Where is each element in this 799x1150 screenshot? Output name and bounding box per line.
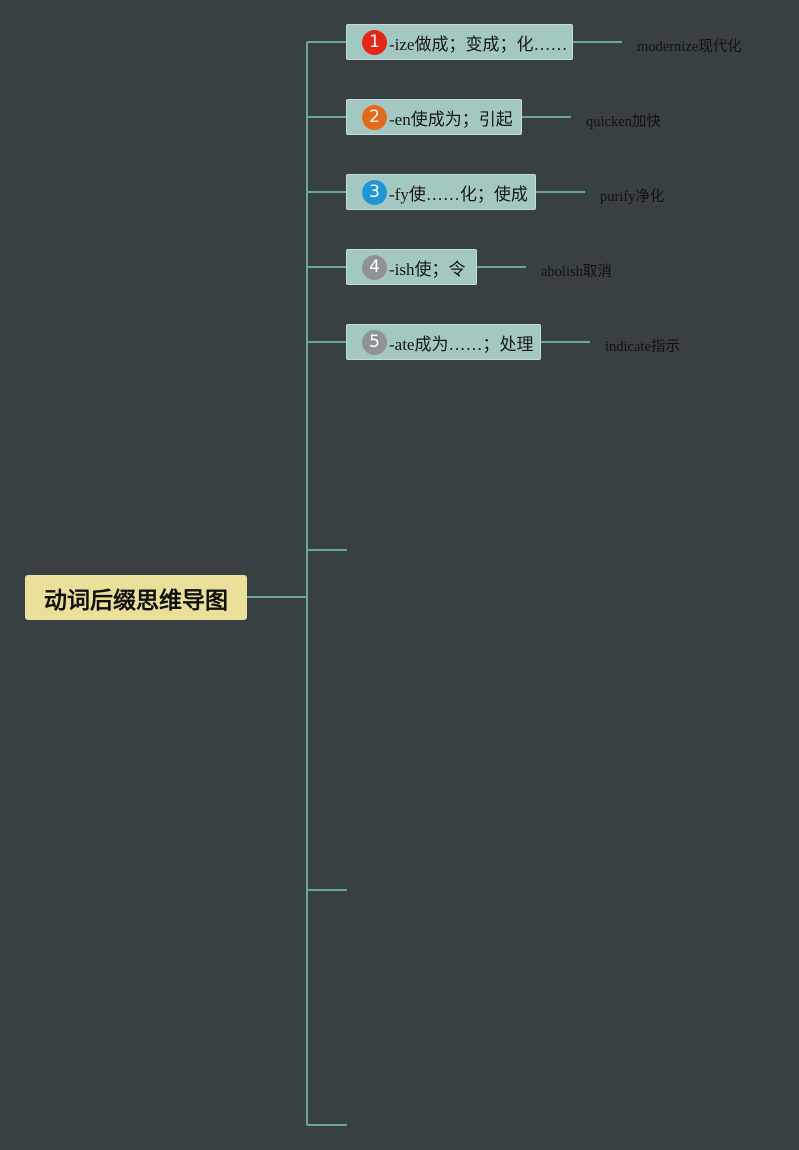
root-node[interactable]: 动词后缀思维导图 <box>25 575 247 620</box>
branch-node-fy[interactable]: 3 -fy使……化；使成 <box>346 174 536 210</box>
example-word-indicate[interactable]: indicate指示 <box>605 339 680 355</box>
branch-label: -en使成为；引起 <box>389 109 513 129</box>
number-badge-icon: 5 <box>362 329 387 355</box>
branch-node-ize[interactable]: 1 -ize做成；变成；化…… <box>346 24 573 60</box>
number-badge-icon: 2 <box>362 104 387 130</box>
branch-node-ish[interactable]: 4 -ish使；令 <box>346 249 477 285</box>
root-title: 动词后缀思维导图 <box>44 587 228 614</box>
branch-node-en[interactable]: 2 -en使成为；引起 <box>346 99 522 135</box>
example-word-abolish[interactable]: abolish取消 <box>541 264 612 280</box>
example-word-modernize[interactable]: modernize现代化 <box>637 39 742 55</box>
example-word-purify[interactable]: purify净化 <box>600 189 665 205</box>
branch-node-ate[interactable]: 5 -ate成为……；处理 <box>346 324 541 360</box>
number-badge-icon: 1 <box>362 29 387 55</box>
branch-label: -ize做成；变成；化…… <box>389 34 568 54</box>
branch-label: -ish使；令 <box>389 259 466 279</box>
number-badge-icon: 3 <box>362 179 387 205</box>
number-badge-icon: 4 <box>362 254 387 280</box>
branch-label: -fy使……化；使成 <box>389 184 528 204</box>
branch-label: -ate成为……；处理 <box>389 334 534 354</box>
example-word-quicken[interactable]: quicken加快 <box>586 114 661 130</box>
